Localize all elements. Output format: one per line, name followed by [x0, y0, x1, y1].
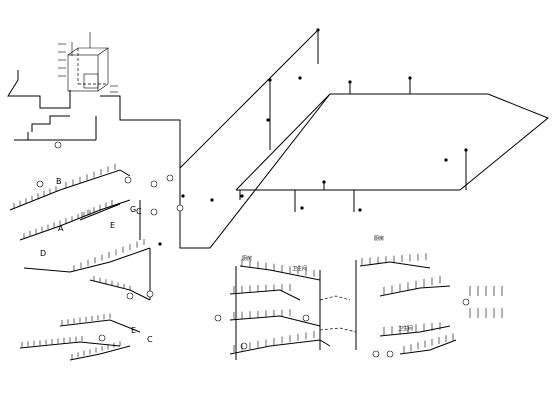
branch-F — [69, 345, 131, 361]
riser-label-C: C — [147, 335, 153, 344]
room-label: 卫生间 — [292, 265, 307, 272]
riser-label-E: E — [110, 221, 115, 230]
riser-label-D: D — [40, 249, 46, 258]
room-label: 厨房 — [374, 235, 384, 242]
fixture-branch — [229, 339, 331, 355]
feed-pipe — [100, 95, 181, 168]
fixture-branch — [379, 325, 451, 337]
tank-detail — [58, 32, 118, 93]
main-supply-line — [7, 70, 181, 168]
branch-E — [79, 203, 121, 221]
riser-labels: A B C C D E E G 厨房 卫生间 厨房 卫生间 — [40, 177, 413, 344]
tank-side — [97, 48, 109, 92]
branch-D — [23, 267, 71, 273]
riser-label-C-2: C — [136, 207, 142, 216]
dashed-pipe — [319, 327, 357, 333]
branch-pipe — [31, 115, 70, 132]
valve-symbol — [54, 141, 62, 149]
branch-B — [9, 189, 61, 211]
upper-network — [150, 28, 549, 249]
room-label: 卫生间 — [398, 325, 413, 332]
lower-right-network — [214, 253, 503, 360]
branch-B — [59, 169, 131, 191]
tank-box — [67, 54, 99, 92]
branch-D — [69, 247, 151, 273]
riser-label-A: A — [58, 224, 64, 233]
fixture-branch — [239, 265, 321, 281]
inlet-pipe — [7, 70, 71, 109]
branch-C2 — [19, 341, 121, 349]
pump-box — [83, 73, 99, 89]
fixture-branch — [229, 315, 321, 327]
fixture-branch — [379, 285, 451, 297]
room-label: 厨房 — [242, 255, 252, 262]
tank-top — [67, 47, 109, 56]
left-branches — [9, 163, 158, 361]
dashed-pipe — [319, 295, 351, 301]
fixture-branch — [399, 339, 457, 355]
diagonal-main — [179, 29, 319, 169]
branch-pipe — [14, 132, 29, 141]
fixture-branch — [359, 261, 431, 269]
riser-label-B: B — [56, 177, 62, 186]
fixture-branch — [229, 289, 301, 301]
branch-C — [59, 319, 141, 333]
riser-label-E-2: E — [131, 326, 136, 335]
branch-A — [19, 199, 131, 241]
branch-D2 — [89, 279, 151, 301]
isometric-loop — [236, 93, 549, 191]
riser-label-G: G — [130, 205, 136, 214]
